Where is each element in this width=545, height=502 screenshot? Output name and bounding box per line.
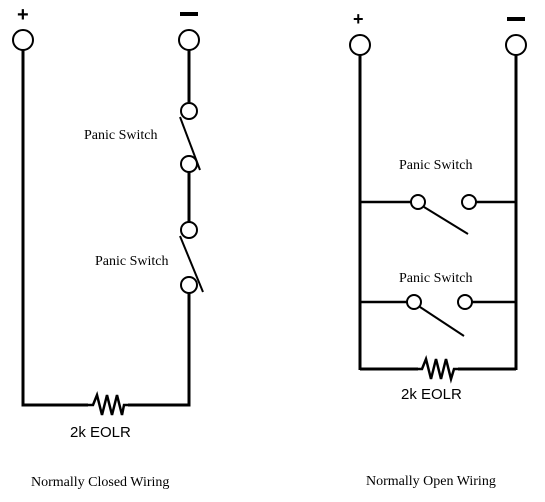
nc-return-wire: [128, 293, 191, 407]
no-switch-2-label: Panic Switch: [399, 271, 473, 286]
nc-minus-sign: [180, 12, 198, 16]
no-negative-terminal: [505, 34, 527, 56]
nc-switch-1-label: Panic Switch: [84, 128, 158, 143]
nc-panic-switch-2: [179, 221, 204, 294]
no-panic-switch-2: [360, 294, 516, 337]
nc-negative-terminal: [178, 29, 200, 51]
no-caption: Normally Open Wiring: [366, 474, 496, 489]
nc-panic-switch-1: [179, 102, 201, 173]
nc-eol-resistor: [88, 390, 128, 416]
no-eol-resistor: [418, 354, 458, 384]
nc-caption: Normally Closed Wiring: [31, 475, 169, 490]
no-minus-sign: [507, 17, 525, 21]
nc-resistor-label: 2k EOLR: [70, 424, 131, 441]
no-resistor-label: 2k EOLR: [401, 386, 462, 403]
nc-positive-wire: [21, 50, 88, 407]
nc-plus-sign: +: [17, 4, 29, 26]
normally-closed-diagram: + Panic Switch Panic Switch 2k EO: [12, 4, 204, 490]
no-switch-1-label: Panic Switch: [399, 158, 473, 173]
normally-open-diagram: + Panic Switch Panic Switch 2k EOLR: [349, 9, 527, 489]
nc-switch-2-label: Panic Switch: [95, 254, 169, 269]
no-panic-switch-1: [360, 194, 516, 235]
no-plus-sign: +: [353, 9, 364, 29]
nc-positive-terminal: [12, 29, 34, 51]
no-positive-terminal: [349, 34, 371, 56]
